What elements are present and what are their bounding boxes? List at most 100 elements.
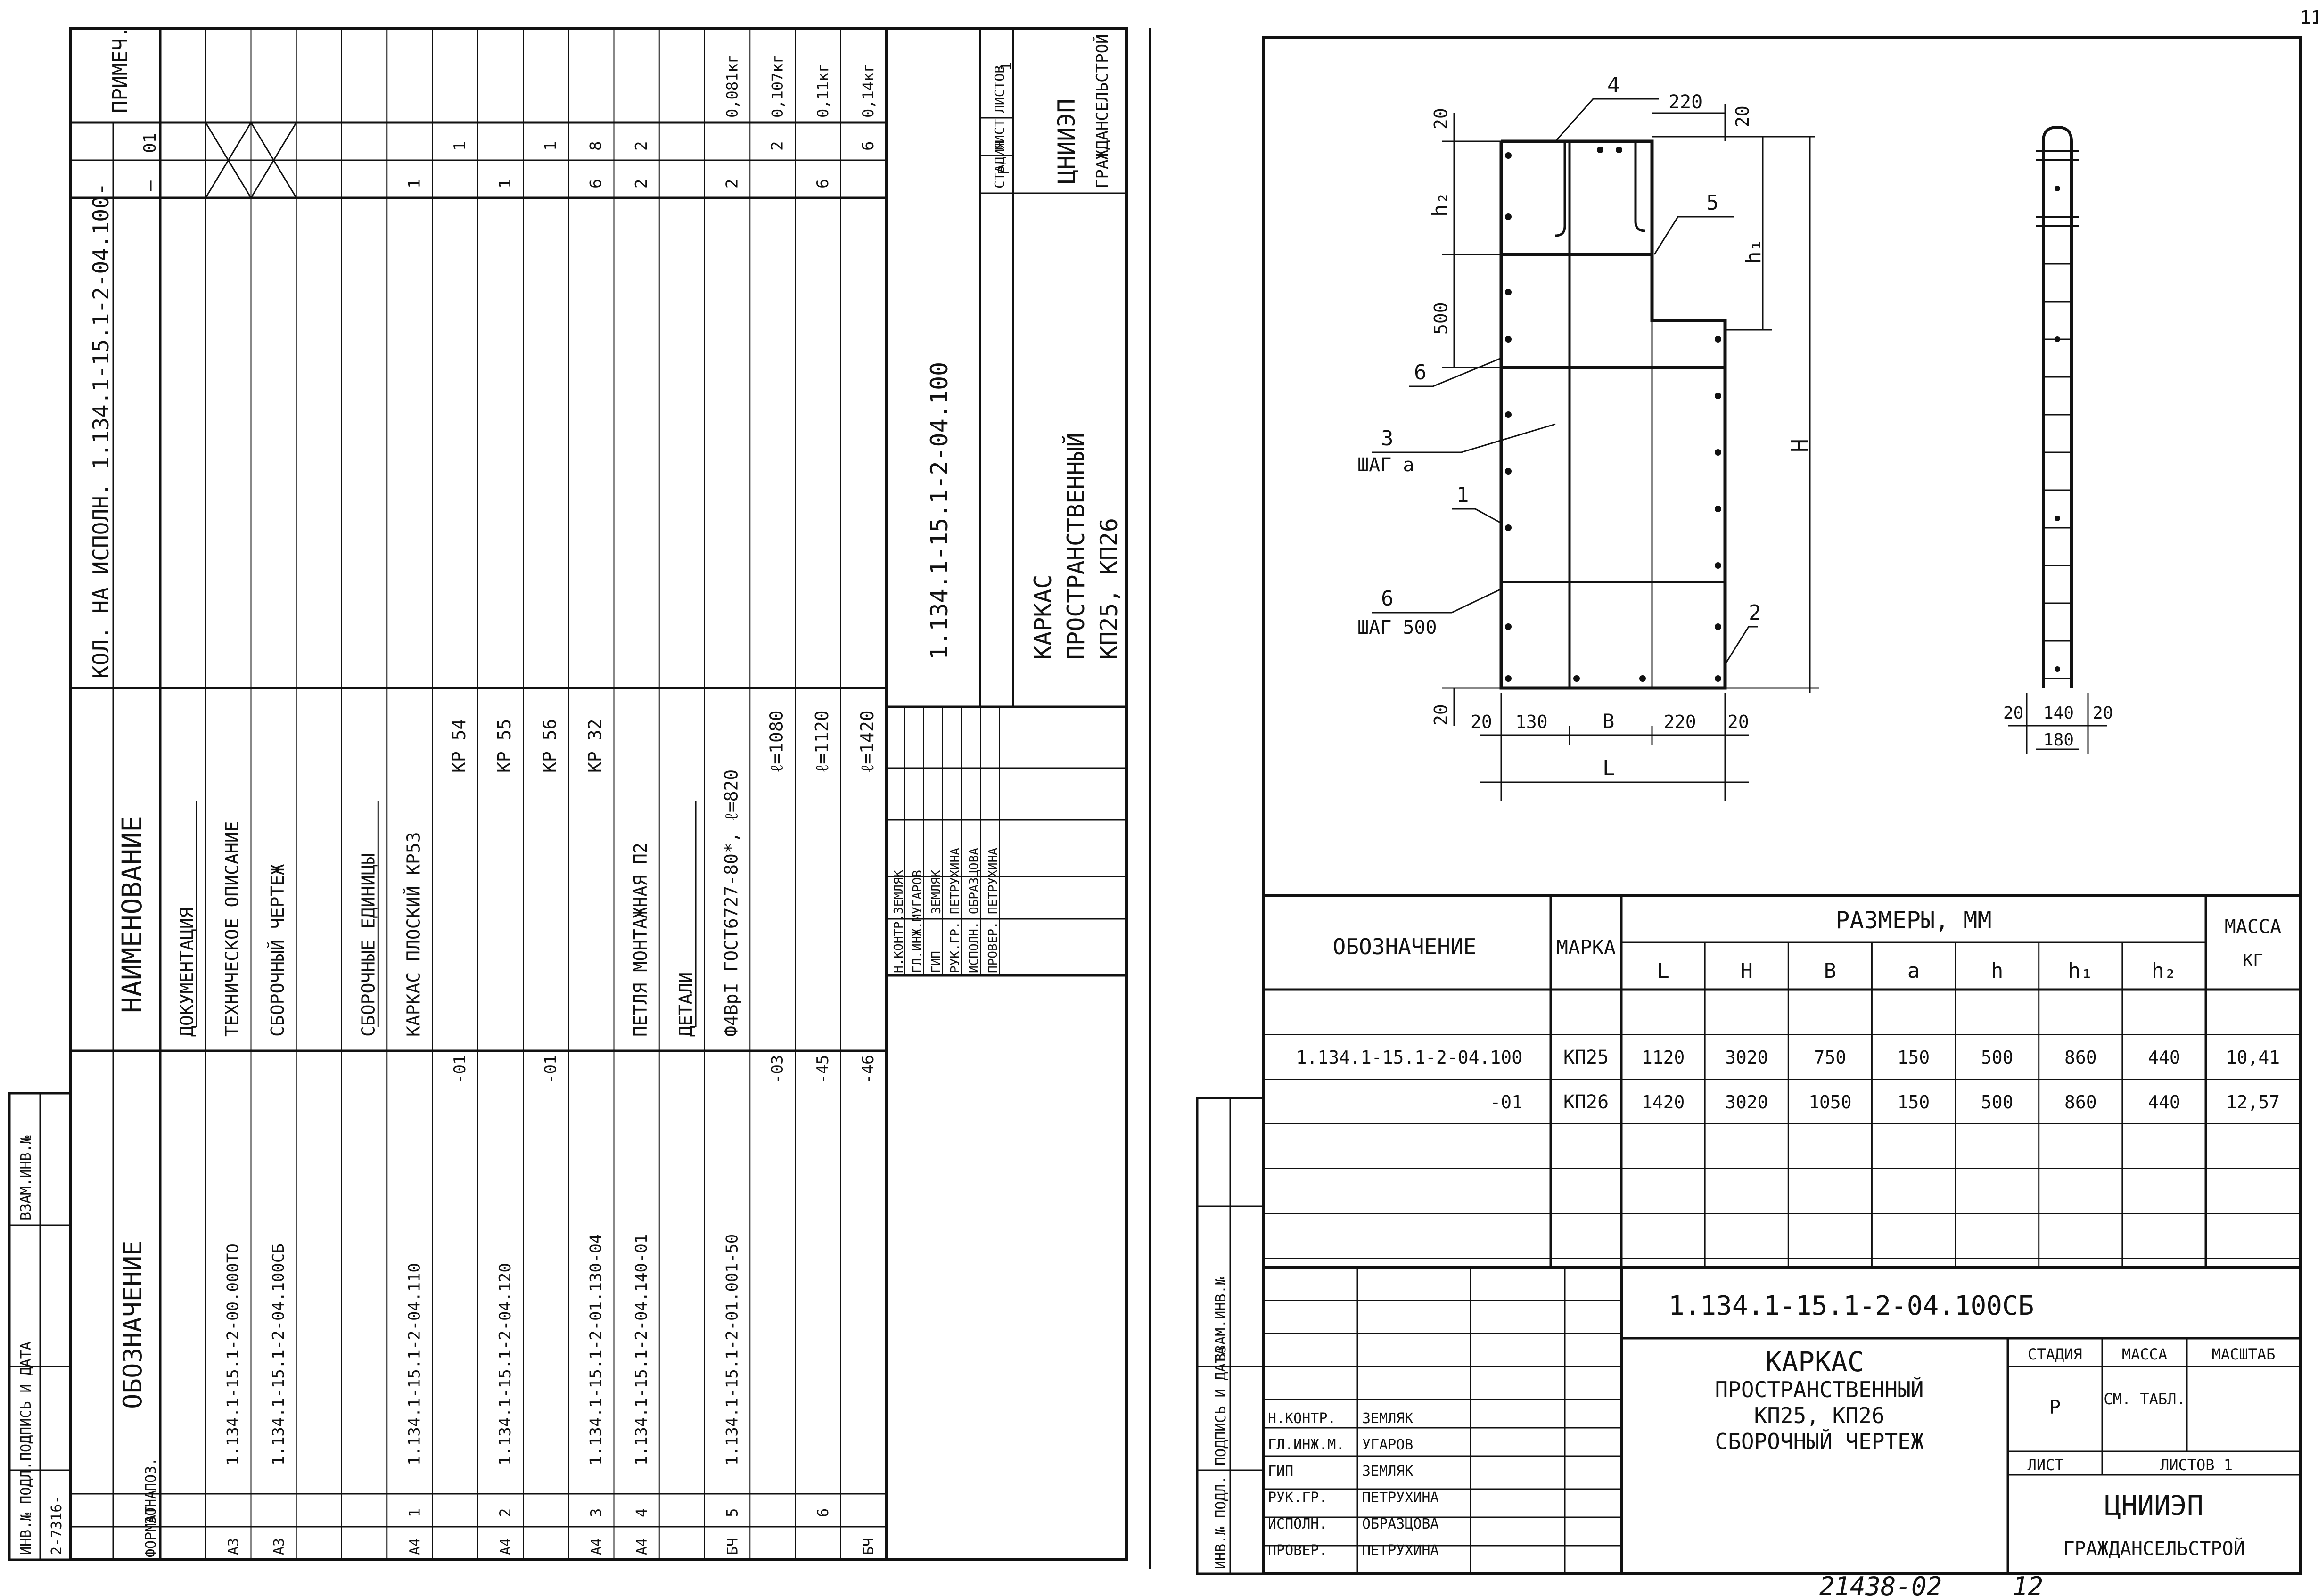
right-sig-role: ГЛ.ИНЖ.М. xyxy=(1268,1437,1345,1453)
spec-row-qty-base: 1 xyxy=(496,179,515,188)
side-dimension-labels: 20 140 20 180 xyxy=(2003,704,2113,750)
spec-row-name: Ф4ВрI ГОСТ6727-80*, ℓ=820 xyxy=(721,769,741,1037)
spec-row-designation: 1.134.1-15.1-2-01.001-50 xyxy=(723,1234,741,1465)
step-500: ШАГ 500 xyxy=(1357,617,1437,638)
spec-row-format: А4 xyxy=(634,1538,650,1555)
size-header-sizes: РАЗМЕРЫ, ММ xyxy=(1835,907,1991,934)
left-title-line: КП25, КП26 xyxy=(1095,518,1123,660)
spec-row-designation: 1.134.1-15.1-2-04.100СБ xyxy=(269,1244,288,1465)
size-row-value: 860 xyxy=(2064,1047,2097,1068)
left-side-strip-text: ИНВ.№ ПОДЛ. ПОДПИСЬ И ДАТА ВЗАМ.ИНВ.№ 2-… xyxy=(18,1135,65,1555)
right-sig-name: УГАРОВ xyxy=(1362,1437,1413,1453)
right-sig-name: ПЕТРУХИНА xyxy=(1362,1490,1439,1506)
left-sig-role: Н.КОНТР. xyxy=(892,914,906,973)
dim-20-top: 20 xyxy=(1430,108,1451,130)
spec-table-grid xyxy=(71,27,887,1561)
spec-row-name: КР 32 xyxy=(585,719,606,773)
left-sheet-label: ЛИСТ xyxy=(992,119,1007,151)
callout-1: 1 xyxy=(1456,483,1469,507)
right-doc-code: 1.134.1-15.1-2-04.100СБ xyxy=(1669,1291,2034,1321)
right-title-block xyxy=(1263,1266,2300,1574)
spec-row-name: ℓ=1420 xyxy=(857,710,878,773)
size-row-value: 1420 xyxy=(1642,1092,1685,1113)
spec-row-designation: 1.134.1-15.1-2-04.110 xyxy=(405,1263,424,1465)
left-title-line: ПРОСТРАНСТВЕННЫЙ xyxy=(1062,433,1090,660)
spec-row-qty-01: 1 xyxy=(451,141,469,151)
left-stage-value: Р xyxy=(996,166,1012,174)
dim-500: 500 xyxy=(1430,302,1451,335)
right-sig-role: Н.КОНТР. xyxy=(1268,1410,1336,1427)
footer-page: 12 xyxy=(2013,1571,2043,1596)
right-inv-orig: ИНВ.№ ПОДЛ. xyxy=(1213,1475,1229,1569)
spec-row-format: А3 xyxy=(271,1538,288,1555)
right-sig-role: ИСПОЛН. xyxy=(1268,1516,1327,1532)
size-col-header: H xyxy=(1740,959,1753,983)
left-org-sub: ГРАЖДАНСЕЛЬСТРОЙ xyxy=(1093,34,1112,188)
spec-row-name: КР 54 xyxy=(449,719,469,773)
size-row-mass: 10,41 xyxy=(2226,1047,2280,1068)
left-sig-role: ГИП xyxy=(929,951,944,973)
size-col-header: L xyxy=(1657,959,1669,983)
right-sig-role: ГИП xyxy=(1268,1463,1293,1480)
dim-h1: h₁ xyxy=(1742,239,1766,264)
cage-bar-dots xyxy=(1505,147,1721,682)
callout-labels: 4 5 6 3 ШАГ а 1 6 ШАГ 500 2 xyxy=(1357,73,1761,638)
left-sheets-label: ЛИСТОВ xyxy=(992,65,1007,113)
size-row-value: 1050 xyxy=(1808,1092,1852,1113)
spec-table-text: ФОРМАТЗОНАПОЗ.ОБОЗНАЧЕНИЕНАИМЕНОВАНИЕКОЛ… xyxy=(88,26,878,1557)
left-sig-name: ОБРАЗЦОВА xyxy=(967,848,981,914)
right-scale-label: МАСШТАБ xyxy=(2212,1345,2276,1363)
spec-row-note: 0,14кг xyxy=(859,63,877,118)
spec-row-note: 0,11кг xyxy=(814,63,832,118)
left-sig-role: ИСПОЛН. xyxy=(967,921,981,973)
spec-header-zone: ЗОНА xyxy=(143,1490,159,1524)
size-header-mark: МАРКА xyxy=(1556,936,1616,959)
spec-row-designation: 1.134.1-15.1-2-01.130-04 xyxy=(587,1234,606,1465)
left-title-line: КАРКАС xyxy=(1029,574,1057,660)
spec-row-name: ℓ=1080 xyxy=(766,710,787,773)
dim-H: H xyxy=(1787,439,1813,452)
spec-row-note: 0,081кг xyxy=(723,54,741,118)
size-row-value: 750 xyxy=(1814,1047,1847,1068)
right-sheet-label: ЛИСТ xyxy=(2027,1456,2063,1474)
left-sign-date: ПОДПИСЬ И ДАТА xyxy=(18,1342,34,1461)
size-row-designation: 1.134.1-15.1-2-04.100 xyxy=(1296,1047,1522,1068)
right-mass-value: СМ. ТАБЛ. xyxy=(2104,1390,2185,1408)
callout-5: 5 xyxy=(1706,191,1719,215)
size-row-value: 500 xyxy=(1981,1092,2014,1113)
spec-row-qty-base: 6 xyxy=(587,179,606,188)
spec-row-designation: 1.134.1-15.1-2-04.140-01 xyxy=(632,1234,651,1465)
dim-side-20b: 20 xyxy=(2093,704,2113,723)
right-stage-label: СТАДИЯ xyxy=(2028,1345,2082,1363)
size-row-value: 3020 xyxy=(1725,1047,1768,1068)
spec-header-qty-01: 01 xyxy=(140,133,160,153)
right-inv-swap: ВЗАМ.ИНВ.№ xyxy=(1213,1277,1229,1362)
size-row-mark: КП26 xyxy=(1563,1091,1609,1113)
front-dimension-labels: 20 h₂ 500 20 220 20 h₁ H 20 130 В 220 20… xyxy=(1428,91,1813,780)
left-sig-role: ГЛ.ИНЖ.М. xyxy=(911,907,925,973)
left-sig-name: ПЕТРУХИНА xyxy=(948,848,962,914)
dim-side-180: 180 xyxy=(2043,730,2074,750)
dim-20-left: 20 xyxy=(1471,712,1492,732)
right-title-line: ПРОСТРАНСТВЕННЫЙ xyxy=(1715,1377,1923,1402)
spec-row-designation: -03 xyxy=(768,1055,787,1084)
left-sig-role: РУК.ГР. xyxy=(948,921,962,973)
front-dimensions xyxy=(1442,104,1819,801)
right-org-sub: ГРАЖДАНСЕЛЬСТРОЙ xyxy=(2063,1537,2244,1560)
left-sig-name: ПЕТРУХИНА xyxy=(986,848,1000,914)
spec-row-qty-01: 1 xyxy=(541,141,560,151)
dim-h2: h₂ xyxy=(1428,192,1452,217)
size-row-value: 440 xyxy=(2148,1092,2180,1113)
spec-row-format: А4 xyxy=(407,1538,424,1555)
spec-row-format: А3 xyxy=(226,1538,242,1555)
spec-row-name: СБОРОЧНЫЕ ЕДИНИЦЫ xyxy=(358,853,378,1037)
spec-row-qty-01: 2 xyxy=(632,141,651,151)
left-sig-name: УГАРОВ xyxy=(911,870,925,914)
right-title-block-text: 1.134.1-15.1-2-04.100СБКАРКАСПРОСТРАНСТВ… xyxy=(1268,1291,2275,1560)
spec-row-format: БЧ xyxy=(861,1538,877,1555)
callout-4: 4 xyxy=(1607,73,1620,97)
callout-3: 3 xyxy=(1381,426,1394,450)
spec-row-name: КАРКАС ПЛОСКИЙ КР53 xyxy=(403,832,424,1037)
